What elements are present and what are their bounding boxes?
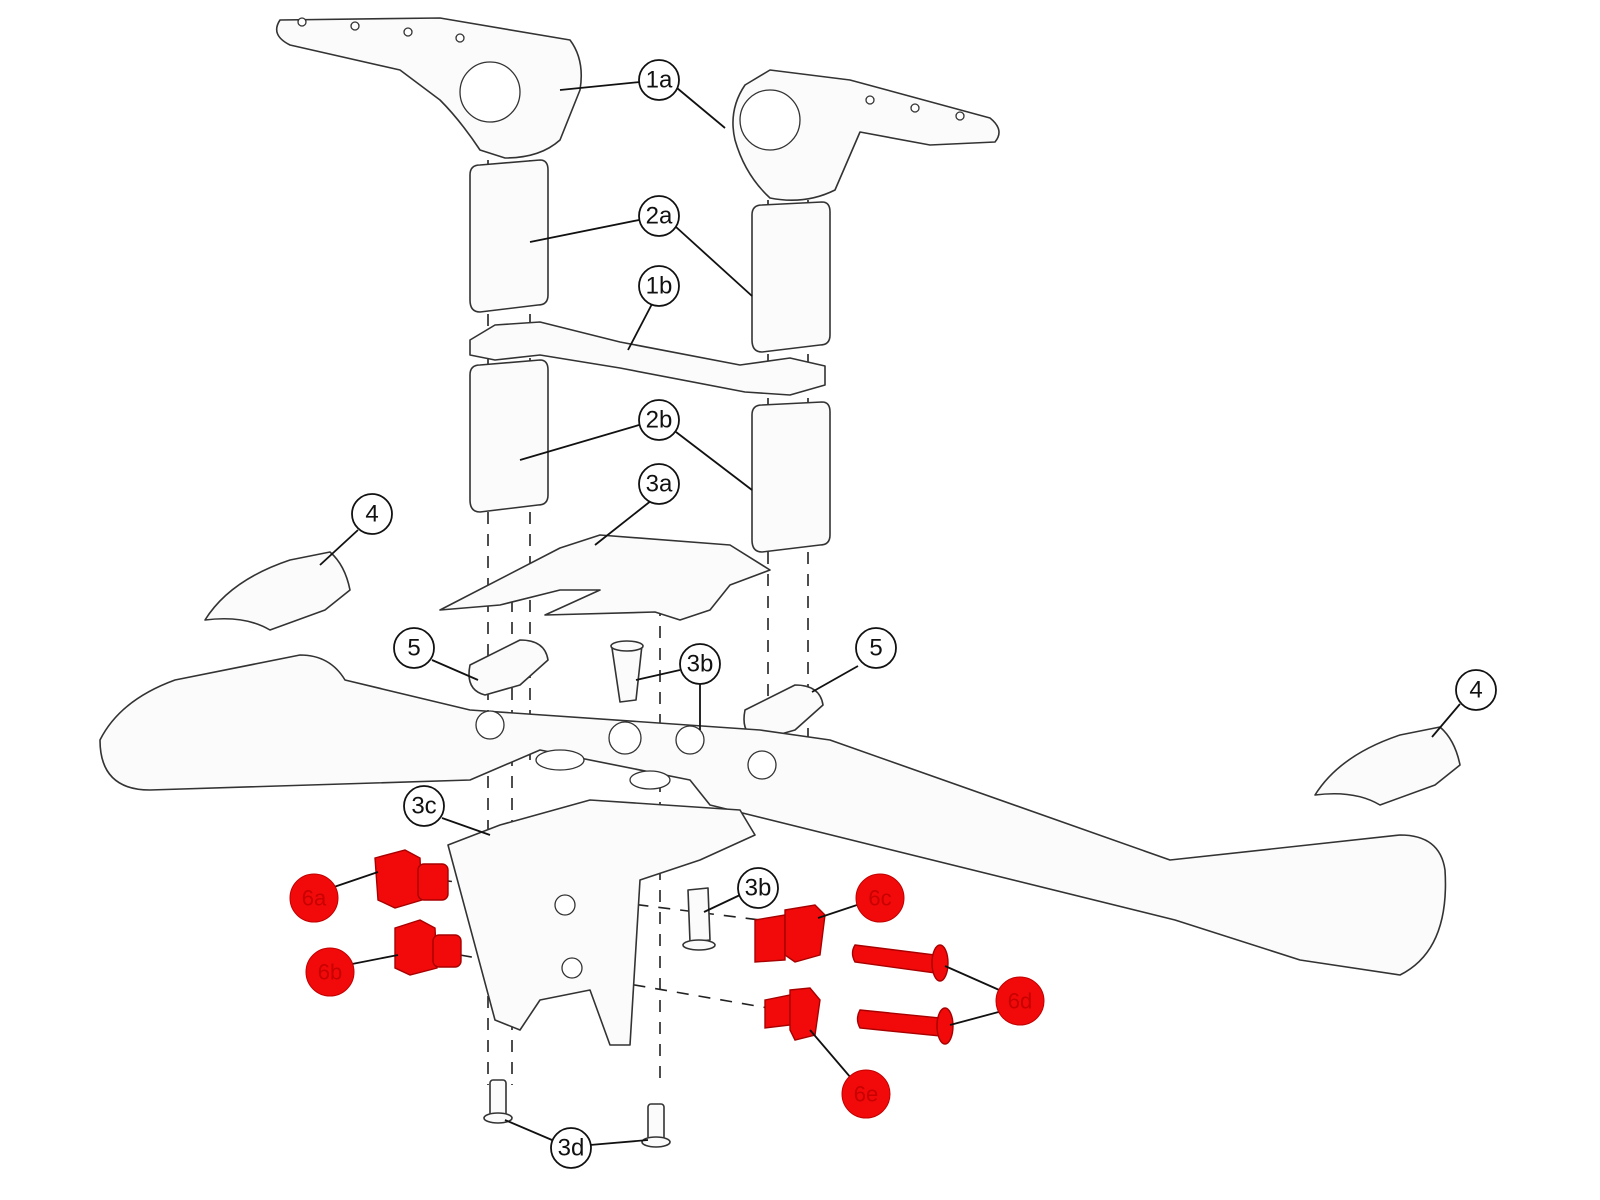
part-6a bbox=[374, 849, 423, 909]
svg-text:3b: 3b bbox=[687, 651, 714, 678]
svg-text:4: 4 bbox=[365, 501, 378, 528]
svg-text:6e: 6e bbox=[854, 1082, 878, 1107]
part-3a bbox=[439, 534, 771, 621]
callout-6b: 6b bbox=[305, 947, 355, 997]
callout-5-left: 5 bbox=[393, 627, 435, 669]
part-6d-upper bbox=[851, 944, 936, 974]
callout-3b-lower: 3b bbox=[737, 867, 779, 909]
part-4-left bbox=[204, 551, 351, 631]
part-6c bbox=[754, 914, 786, 963]
part-6d-lower bbox=[856, 1009, 941, 1037]
part-6b bbox=[394, 919, 438, 976]
part-3d-pins bbox=[483, 1079, 671, 1148]
leader-lines bbox=[319, 81, 1461, 1146]
callout-6a: 6a bbox=[289, 873, 339, 923]
svg-text:6c: 6c bbox=[868, 886, 891, 911]
part-6e bbox=[764, 994, 791, 1029]
callout-6c: 6c bbox=[855, 873, 905, 923]
svg-text:6d: 6d bbox=[1008, 989, 1032, 1014]
callout-1a: 1a bbox=[638, 59, 680, 101]
part-3b-bolts bbox=[610, 640, 716, 951]
callout-6e: 6e bbox=[841, 1069, 891, 1119]
callout-3c: 3c bbox=[403, 785, 445, 827]
callout-2a: 2a bbox=[638, 195, 680, 237]
part-2b bbox=[469, 359, 831, 553]
svg-text:3c: 3c bbox=[411, 793, 436, 820]
callout-3b-upper: 3b bbox=[679, 643, 721, 685]
part-3c bbox=[447, 799, 756, 1046]
svg-text:2a: 2a bbox=[646, 203, 673, 230]
part-5-right bbox=[743, 684, 824, 741]
callout-3d: 3d bbox=[550, 1127, 592, 1169]
callout-2b: 2b bbox=[638, 399, 680, 441]
highlighted-hardware bbox=[374, 849, 954, 1045]
callout-5-right: 5 bbox=[855, 627, 897, 669]
callout-4-right: 4 bbox=[1455, 669, 1497, 711]
svg-text:6b: 6b bbox=[318, 960, 342, 985]
callout-4-left: 4 bbox=[351, 493, 393, 535]
svg-text:5: 5 bbox=[407, 635, 420, 662]
part-1a-left bbox=[275, 17, 583, 159]
part-1a-right bbox=[732, 69, 1000, 202]
svg-text:3d: 3d bbox=[558, 1135, 585, 1162]
callout-3a: 3a bbox=[638, 463, 680, 505]
svg-text:1a: 1a bbox=[646, 67, 673, 94]
part-1b bbox=[469, 321, 826, 396]
svg-text:3a: 3a bbox=[646, 471, 673, 498]
svg-text:2b: 2b bbox=[646, 407, 673, 434]
part-2a bbox=[469, 159, 831, 353]
part-4-right bbox=[1314, 726, 1461, 806]
svg-text:4: 4 bbox=[1469, 677, 1482, 704]
part-5-left bbox=[468, 639, 549, 696]
svg-text:5: 5 bbox=[869, 635, 882, 662]
svg-text:1b: 1b bbox=[646, 273, 673, 300]
callout-1b: 1b bbox=[638, 265, 680, 307]
svg-text:6a: 6a bbox=[302, 886, 327, 911]
part-base-bar bbox=[99, 654, 1447, 976]
callout-6d: 6d bbox=[995, 976, 1045, 1026]
svg-text:3b: 3b bbox=[745, 875, 772, 902]
